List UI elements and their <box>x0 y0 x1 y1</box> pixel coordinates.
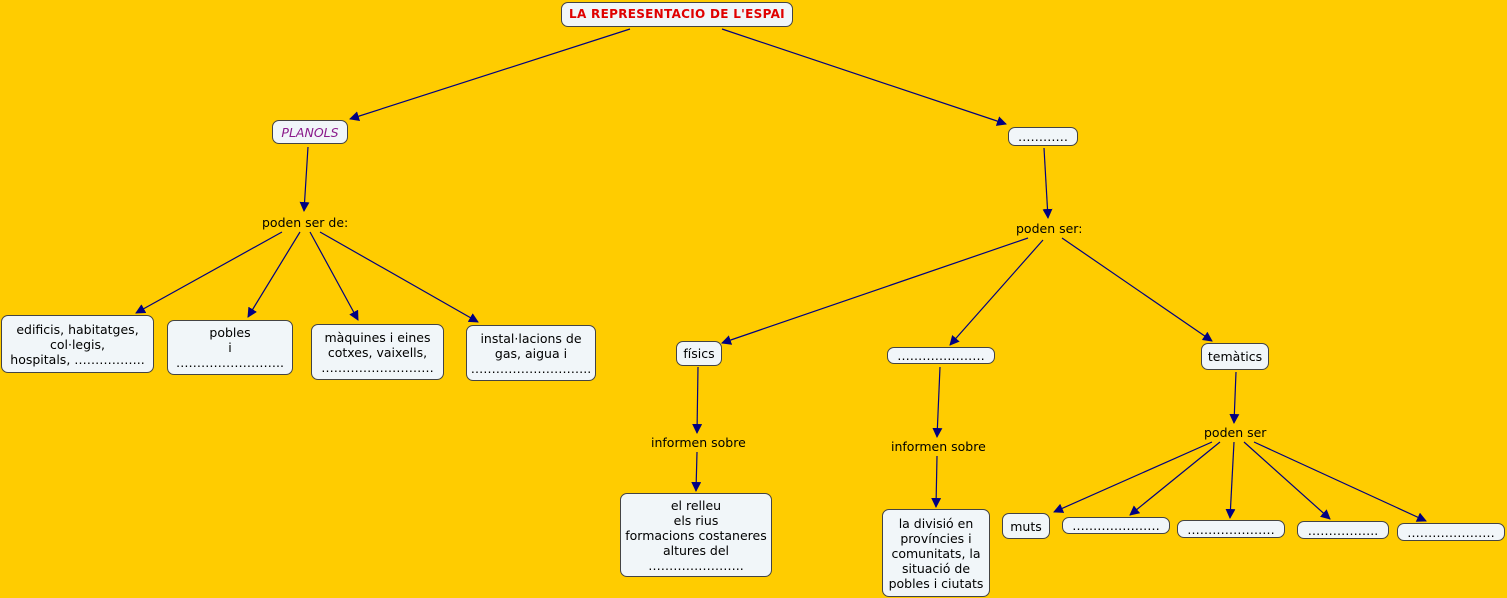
map-type-politics[interactable]: ………………… <box>887 347 995 364</box>
politics-info-node[interactable]: la divisió en províncies i comunitats, l… <box>882 509 990 597</box>
politics-inform-label: informen sobre <box>891 439 986 454</box>
link-podenser-tem4 <box>1243 441 1331 520</box>
link-podenser-tem2 <box>1129 441 1221 516</box>
link-podenserde-maquines <box>309 231 359 321</box>
link-planols-podenserde <box>299 146 310 212</box>
link-podenser-tem5 <box>1253 441 1427 522</box>
title-node[interactable]: LA REPRESENTACIO DE L'ESPAI <box>561 2 793 27</box>
tematics-type-2[interactable]: ………………… <box>1062 517 1170 534</box>
link-informen-politicsinfo <box>931 455 942 508</box>
link-podenser-tem3 <box>1225 441 1236 519</box>
fisics-info-node[interactable]: el relleu els rius formacions costaneres… <box>620 493 772 577</box>
planols-type-installacions[interactable]: instal·lacions de gas, aigua i ………………………… <box>466 325 596 381</box>
planols-type-pobles[interactable]: pobles i …………………….. <box>167 320 293 375</box>
link-podenserde-pobles <box>247 231 301 318</box>
planols-type-edificis[interactable]: edificis, habitatges, col·legis, hospita… <box>1 315 154 373</box>
link-politics-informen <box>932 366 943 438</box>
map-type-tematics[interactable]: temàtics <box>1201 343 1269 370</box>
planols-type-maquines[interactable]: màquines i eines cotxes, vaixells, ……………… <box>311 324 444 380</box>
link-podenser-fisics <box>721 237 1029 345</box>
link-mapes-podenser <box>1042 147 1053 219</box>
link-fisics-informen <box>692 366 703 434</box>
tematics-type-3[interactable]: ………………… <box>1177 520 1285 538</box>
mapes-link-label: poden ser: <box>1016 221 1083 236</box>
planols-node[interactable]: PLANOLS <box>272 120 348 144</box>
tematics-type-4[interactable]: …………….. <box>1297 521 1389 539</box>
link-tematics-podenser <box>1229 371 1240 424</box>
tematics-type-5[interactable]: ………………… <box>1397 523 1505 541</box>
planols-link-label: poden ser de: <box>262 215 349 230</box>
map-type-fisics[interactable]: físics <box>676 341 722 366</box>
link-podenserde-installacions <box>319 231 479 323</box>
link-podenser-tematics <box>1061 237 1213 342</box>
tematics-link-label: poden ser <box>1204 425 1267 440</box>
link-title-planols <box>349 28 631 122</box>
mapes-node[interactable]: ………… <box>1008 127 1078 146</box>
link-podenser-muts <box>1053 441 1213 513</box>
link-title-mapes <box>721 28 1007 126</box>
link-podenser-politics <box>949 239 1044 346</box>
tematics-type-muts[interactable]: muts <box>1002 513 1050 539</box>
link-podenserde-edificis <box>135 231 283 314</box>
fisics-inform-label: informen sobre <box>651 435 746 450</box>
link-informen-fisicsinfo <box>691 451 702 492</box>
